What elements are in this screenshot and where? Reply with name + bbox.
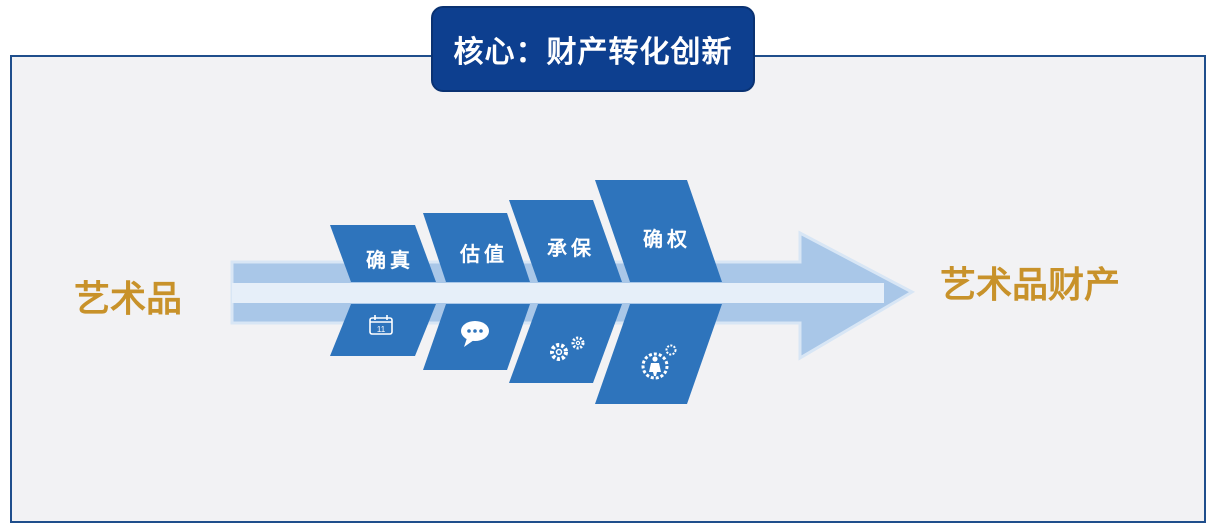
- step-panel-lower-1: [330, 304, 436, 356]
- step-label-2: 估值: [460, 242, 508, 266]
- right-label: 艺术品财产: [940, 265, 1121, 306]
- calendar-icon: [369, 315, 393, 335]
- step-panel-lower-3: [509, 304, 622, 383]
- step-label-1: 确真: [366, 248, 414, 272]
- step-label-4: 确权: [643, 227, 691, 251]
- step-panel-upper-1: [330, 225, 436, 282]
- step-panel-upper-3: [509, 200, 622, 282]
- person-gear-icon: [641, 344, 677, 380]
- title-box: 核心：财产转化创新: [431, 6, 755, 92]
- step-panel-lower-4: [595, 304, 722, 404]
- title-text: 核心：财产转化创新: [453, 35, 733, 70]
- arrow-center-band: [232, 283, 884, 303]
- step-label-3: 承保: [547, 236, 595, 260]
- gears-icon: [550, 336, 585, 361]
- left-label: 艺术品: [74, 279, 183, 320]
- calendar-icon-text: 11: [377, 325, 386, 334]
- chat-bubble-icon: [461, 321, 489, 347]
- step-panel-upper-2: [423, 213, 530, 282]
- step-panel-upper-4: [595, 180, 722, 282]
